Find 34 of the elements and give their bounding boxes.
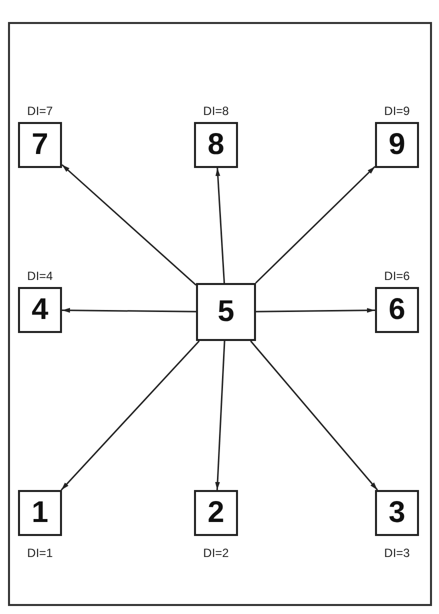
arrow	[255, 166, 376, 284]
arrow	[256, 308, 376, 313]
direction-index-label: DI=9	[383, 103, 411, 120]
box-number: 9	[388, 130, 406, 160]
arrow	[62, 164, 196, 286]
arrow	[250, 340, 378, 490]
arrow	[215, 168, 226, 284]
number-box	[18, 122, 62, 168]
number-box	[194, 490, 238, 536]
arrow	[60, 340, 200, 490]
box-number: 7	[32, 130, 48, 160]
box-number: 5	[218, 297, 234, 327]
number-box	[375, 287, 419, 333]
arrow	[215, 340, 226, 490]
direction-index-label: DI=4	[26, 268, 54, 285]
box-number: 3	[388, 498, 406, 528]
number-box	[194, 122, 238, 168]
direction-index-label: DI=2	[202, 545, 230, 562]
box-number: 8	[208, 130, 224, 160]
number-box	[375, 122, 419, 168]
direction-index-label: DI=1	[26, 545, 54, 562]
direction-index-label: DI=8	[202, 103, 230, 120]
number-box	[375, 490, 419, 536]
number-box	[18, 287, 62, 333]
arrow	[62, 308, 196, 313]
direction-index-label: DI=3	[383, 545, 411, 562]
number-box	[196, 283, 256, 341]
direction-index-label: DI=6	[383, 268, 411, 285]
box-number: 1	[32, 498, 48, 528]
box-number: 2	[208, 498, 224, 528]
direction-index-label: DI=7	[26, 103, 54, 120]
number-box	[18, 490, 62, 536]
box-number: 4	[32, 295, 48, 325]
box-number: 6	[388, 295, 406, 325]
